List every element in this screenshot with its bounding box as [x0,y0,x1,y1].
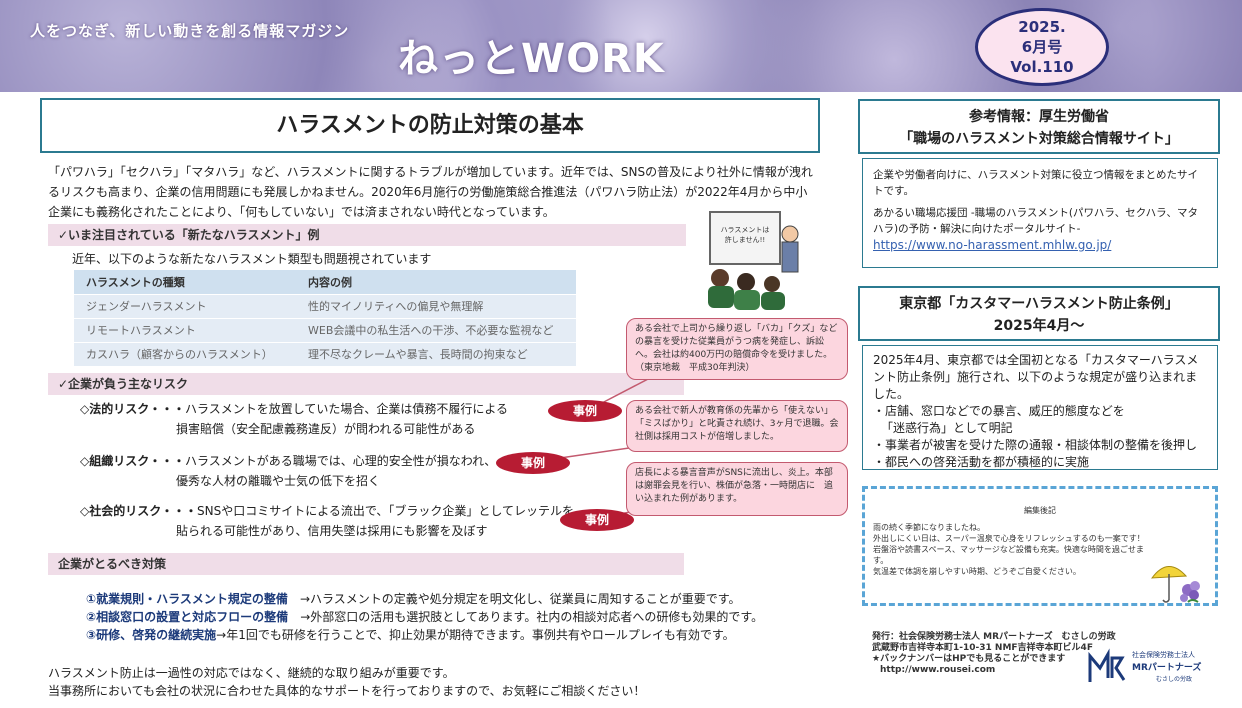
table-cell: 性的マイノリティへの偏見や無理解 [296,294,576,319]
logo-text-big: MRパートナーズ [1132,663,1202,673]
magazine-title: ねっとWORK [398,36,665,82]
issue-year: 2025. [1018,18,1066,36]
editor-note-line: 気温差で体調を崩しやすい時期、どうぞご自愛ください。 [873,567,1081,576]
issue-badge: 2025. 6月号 Vol.110 [975,8,1109,86]
measure-item: ①就業規則・ハラスメント規定の整備 →ハラスメントの定義や処分規定を明文化し、従… [86,590,763,608]
publisher-backnumber: ★バックナンバーはHPでも見ることができます [872,654,1066,664]
case-tag-3: 事例 [560,509,634,531]
measure-item: ②相談窓口の設置と対応フローの整備 →外部窓口の活用も選択肢としてあります。社内… [86,608,763,626]
case-tag-2: 事例 [496,452,570,474]
editor-note-body: 雨の続く季節になりましたね。 外出しにくい日は、スーパー温泉で心身をリフレッシュ… [873,522,1153,577]
publisher-line-1: 発行：社会保険労務士法人 MRパートナーズ むさしの労政 [872,632,1116,642]
closing-message: ハラスメント防止は一過性の対応ではなく、継続的な取り組みが重要です。 当事務所に… [48,664,645,700]
publisher-website-link[interactable]: http://www.rousei.com [880,665,996,675]
reference-portal-description: あかるい職場応援団 -職場のハラスメント(パワハラ、セクハラ、マタハラ)の予防・… [873,207,1198,235]
tokyo-ordinance-title-box: 東京都「カスタマーハラスメント防止条例」 2025年4月～ [858,286,1220,341]
harassment-types-table: ハラスメントの種類 内容の例 ジェンダーハラスメント 性的マイノリティへの偏見や… [74,270,576,367]
case-bubble-1: ある会社で上司から繰り返し「バカ」「クズ」などの暴言を受けた従業員がうつ病を発症… [626,318,848,380]
risk-organization-head: ◇組織リスク・・・ [80,454,185,468]
editor-note-box: 編集後記 雨の続く季節になりましたね。 外出しにくい日は、スーパー温泉で心身をリ… [862,486,1218,606]
illustration-sign-text: ハラスメントは許しません!! [721,226,770,244]
table-header-example: 内容の例 [296,270,576,295]
measure-item-detail: →外部窓口の活用も選択肢としてあります。社内の相談対応者への研修も効果的です。 [300,610,764,624]
main-title-box: ハラスメントの防止対策の基本 [40,98,820,153]
company-logo: 社会保険労務士法人 MRパートナーズ むさしの労政 [1086,648,1206,684]
reference-description: 企業や労働者向けに、ハラスメント対策に役立つ情報をまとめたサイトです。 [873,169,1198,197]
reference-body: 企業や労働者向けに、ハラスメント対策に役立つ情報をまとめたサイトです。 あかるい… [862,158,1218,268]
editor-note-line: 岩盤浴や読書スペース、マッサージなど設備も充実。快適な時間を過ごせます。 [873,545,1144,565]
closing-line-1: ハラスメント防止は一過性の対応ではなく、継続的な取り組みが重要です。 [48,666,455,680]
measure-item-title: ③研修、啓発の継続実施 [86,628,217,642]
measure-item: ③研修、啓発の継続実施→年1回でも研修を行うことで、抑止効果が期待できます。事例… [86,626,763,644]
section-new-harassment-lead: 近年、以下のような新たなハラスメント類型も問題視されています [72,252,432,266]
tokyo-body-intro: 2025年4月、東京都では全国初となる「カスタマーハラスメント防止条例」施行され… [873,353,1199,401]
umbrella-hydrangea-icon [1150,566,1200,603]
risk-organization-line2: 優秀な人材の離職や士気の低下を招く [176,474,381,488]
tokyo-body-item: 「迷惑行為」として明記 [881,421,1013,435]
risk-legal: ◇法的リスク・・・ハラスメントを放置していた場合、企業は債務不履行による 損害賠… [80,399,508,439]
section-risks-heading: ✓企業が負う主なリスク [48,373,684,395]
measure-item-title: ②相談窓口の設置と対応フローの整備 [86,610,289,624]
measures-list: ①就業規則・ハラスメント規定の整備 →ハラスメントの定義や処分規定を明文化し、従… [86,590,763,644]
reference-title-box: 参考情報：厚生労働省 「職場のハラスメント対策総合情報サイト」 [858,99,1220,154]
editor-note-line: 雨の続く季節になりましたね。 [873,523,985,532]
magazine-tagline: 人をつなぎ、新しい動きを創る情報マガジン [30,22,350,40]
reference-title-line-2: 「職場のハラスメント対策総合情報サイト」 [899,131,1179,147]
meeting-illustration: ハラスメントは許しません!! [708,211,799,310]
tokyo-body-item: ・店舗、窓口などでの暴言、威圧的態度などを [873,404,1125,418]
table-row: カスハラ（顧客からのハラスメント） 理不尽なクレームや暴言、長時間の拘束など [74,342,576,367]
case-bubble-3: 店長による暴言音声がSNSに流出し、炎上。本部は謝罪会見を行い、株価が急落・一時… [626,462,848,516]
table-cell: リモートハラスメント [74,318,296,343]
case-tag-1: 事例 [548,400,622,422]
publisher-address: 武蔵野市吉祥寺本町1-10-31 NMF吉祥寺本町ビル4F [872,643,1093,653]
publisher-info: 発行：社会保険労務士法人 MRパートナーズ むさしの労政 武蔵野市吉祥寺本町1-… [872,632,1116,676]
issue-month: 6月号 [1021,38,1063,56]
table-row: ジェンダーハラスメント 性的マイノリティへの偏見や無理解 [74,294,576,319]
case-bubble-2: ある会社で新人が教育係の先輩から「使えない」「ミスばかり」と叱責され続け、3ヶ月… [626,400,848,452]
tokyo-body-item: ・都民への啓発活動を都が積極的に実施 [873,455,1090,469]
measure-item-detail: →ハラスメントの定義や処分規定を明文化し、従業員に周知することが重要です。 [299,592,741,606]
editor-note-title: 編集後記 [1024,506,1056,515]
risk-social: ◇社会的リスク・・・SNSや口コミサイトによる流出で、「ブラック企業」としてレッ… [80,501,574,541]
tokyo-title-line-1: 東京都「カスタマーハラスメント防止条例」 [899,296,1179,312]
mr-logo-icon [1088,648,1126,682]
issue-volume: Vol.110 [1010,58,1074,76]
table-header-type: ハラスメントの種類 [74,270,296,295]
table-cell: WEB会議中の私生活への干渉、不必要な監視など [296,318,576,343]
measure-item-detail: →年1回でも研修を行うことで、抑止効果が期待できます。事例共有やロールプレイも有… [216,628,735,642]
editor-note-line: 外出しにくい日は、スーパー温泉で心身をリフレッシュするのも一案です！ [873,534,1145,543]
reference-url-link[interactable]: https://www.no-harassment.mhlw.go.jp/ [873,238,1112,252]
section-measures-heading: 企業がとるべき対策 [48,553,684,575]
logo-text-sub: むさしの労政 [1156,676,1193,683]
risk-social-line1: SNSや口コミサイトによる流出で、「ブラック企業」としてレッテルを [197,504,575,518]
section-new-harassment-heading: ✓いま注目されている「新たなハラスメント」例 [48,224,686,246]
table-cell: ジェンダーハラスメント [74,294,296,319]
reference-title-line-1: 参考情報：厚生労働省 [969,109,1109,125]
table-row: リモートハラスメント WEB会議中の私生活への干渉、不必要な監視など [74,318,576,343]
main-title: ハラスメントの防止対策の基本 [276,113,584,138]
table-cell: カスハラ（顧客からのハラスメント） [74,342,296,367]
masthead: 人をつなぎ、新しい動きを創る情報マガジン ねっとWORK 2025. 6月号 V… [0,0,1242,92]
risk-legal-head: ◇法的リスク・・・ [80,402,185,416]
risk-social-line2: 貼られる可能性があり、信用失墜は採用にも影響を及ぼす [176,524,488,538]
table-cell: 理不尽なクレームや暴言、長時間の拘束など [296,342,576,367]
tokyo-body-item: ・事業者が被害を受けた際の通報・相談体制の整備を後押し [873,438,1198,452]
risk-organization-line1: ハラスメントがある職場では、心理的安全性が損なわれ、 [185,454,497,468]
risk-legal-line2: 損害賠償（安全配慮義務違反）が問われる可能性がある [176,422,476,436]
measure-item-title: ①就業規則・ハラスメント規定の整備 [86,592,288,606]
table-header-row: ハラスメントの種類 内容の例 [74,270,576,295]
intro-paragraph: 「パワハラ」「セクハラ」「マタハラ」など、ハラスメントに関するトラブルが増加して… [48,165,813,219]
risk-organization: ◇組織リスク・・・ハラスメントがある職場では、心理的安全性が損なわれ、 優秀な人… [80,451,496,491]
tokyo-ordinance-body: 2025年4月、東京都では全国初となる「カスタマーハラスメント防止条例」施行され… [862,345,1218,470]
logo-text-small: 社会保険労務士法人 [1132,651,1195,659]
risk-legal-line1: ハラスメントを放置していた場合、企業は債務不履行による [185,402,509,416]
tokyo-title-line-2: 2025年4月～ [993,318,1085,334]
closing-line-2: 当事務所においても会社の状況に合わせた具体的なサポートを行っておりますので、お気… [48,684,646,698]
risk-social-head: ◇社会的リスク・・・ [80,504,197,518]
